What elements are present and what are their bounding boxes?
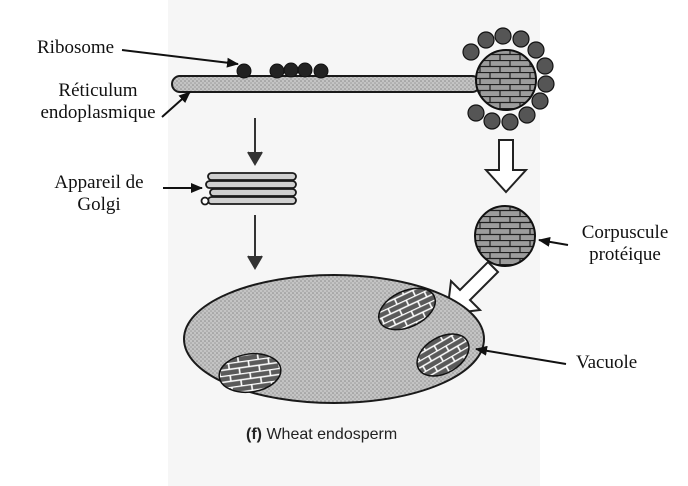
label-vacuole: Vacuole: [576, 352, 637, 374]
label-golgi-line1: Appareil de: [38, 172, 160, 194]
label-corpuscule-line2: protéique: [566, 244, 684, 266]
label-reticulum-line2: endoplasmique: [28, 102, 168, 124]
label-reticulum: Réticulum endoplasmique: [28, 80, 168, 124]
label-ribosome: Ribosome: [37, 37, 114, 59]
protein-body: [475, 206, 535, 266]
caption-panel-letter: (f): [246, 426, 262, 443]
vacuole: [184, 275, 484, 403]
figure-caption: (f) Wheat endosperm: [246, 426, 397, 444]
corpuscule-pointer: [539, 240, 568, 245]
endoplasmic-reticulum: [172, 76, 480, 92]
label-corpuscule: Corpuscule protéique: [566, 222, 684, 266]
label-reticulum-line1: Réticulum: [28, 80, 168, 102]
vacuole-pointer: [476, 349, 566, 364]
label-corpuscule-line1: Corpuscule: [566, 222, 684, 244]
label-golgi: Appareil de Golgi: [38, 172, 160, 216]
ribosome-pointer: [122, 50, 238, 64]
caption-text: Wheat endosperm: [266, 426, 397, 443]
golgi-apparatus: [202, 173, 297, 205]
label-golgi-line2: Golgi: [38, 194, 160, 216]
protein-body-forming: [463, 28, 554, 130]
